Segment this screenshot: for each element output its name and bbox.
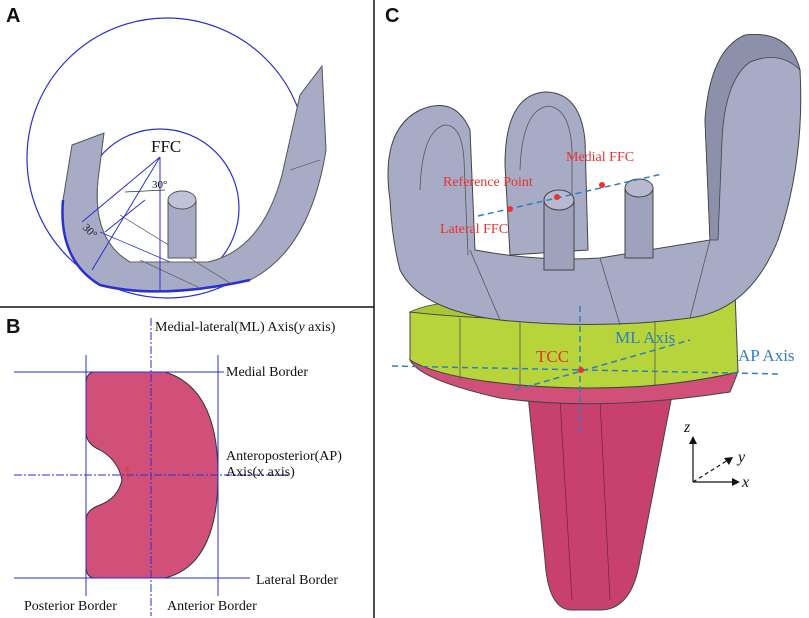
femoral-edge xyxy=(469,249,501,321)
ffc-line xyxy=(99,231,171,263)
ffc-line xyxy=(91,156,161,271)
tcc-point xyxy=(578,367,584,373)
coordinate-triad: z y x xyxy=(683,419,749,491)
femoral-medial-condyle xyxy=(704,34,801,241)
medial-border-label: Medial Border xyxy=(226,365,308,380)
medial-ffc-point xyxy=(599,182,605,188)
femoral-component xyxy=(387,33,802,326)
facet-line xyxy=(139,259,201,289)
triad-x-label: x xyxy=(741,474,749,491)
panel-b-letter: B xyxy=(6,316,20,338)
ffc-line xyxy=(124,189,166,193)
ap-axis-label-1: Anteroposterior(AP) xyxy=(226,449,342,464)
reference-point-label: Reference Point xyxy=(443,175,533,190)
stem-edge xyxy=(599,399,611,601)
ffc-label: FFC xyxy=(151,137,181,156)
femoral-edge xyxy=(689,239,711,319)
post-right xyxy=(624,187,654,259)
anterior-border-label: Anterior Border xyxy=(167,599,257,614)
tibial-stem xyxy=(527,394,673,611)
triad-y-label: y xyxy=(736,449,746,466)
post-cap xyxy=(167,190,197,210)
ml-axis-line-c xyxy=(514,339,691,391)
lateral-border-label: Lateral Border xyxy=(256,573,338,588)
ffc-line xyxy=(104,199,146,233)
ml-axis-label: Medial-lateral(ML) Axis(y axis) xyxy=(155,320,336,335)
femoral-shell-inner xyxy=(96,174,283,263)
stem-edge xyxy=(559,399,573,601)
ap-axis-label-2: Axis(x axis) xyxy=(226,465,295,480)
femoral-center-inner xyxy=(519,105,573,250)
posterior-border-label: Posterior Border xyxy=(24,599,117,614)
facet-line xyxy=(289,159,321,171)
origin-arrow xyxy=(124,465,129,472)
ffc-line xyxy=(81,156,161,223)
femoral-lateral-inner xyxy=(419,124,469,256)
panel-b: B Medial-lateral(ML) Axis(y axis) Medial… xyxy=(6,316,342,616)
panel-a-letter: A xyxy=(6,5,20,27)
post-left-cap xyxy=(543,189,575,211)
panel-c: C M xyxy=(385,5,802,611)
reference-point xyxy=(554,194,560,200)
panel-c-letter: C xyxy=(385,5,399,27)
angle-label-1: 30° xyxy=(152,179,167,191)
femoral-edge xyxy=(599,257,621,326)
ml-axis-label-c: ML Axis xyxy=(615,328,675,347)
tcc-label: TCC xyxy=(536,347,569,366)
lateral-ffc-point xyxy=(507,206,513,212)
femoral-shell-rim xyxy=(61,199,251,293)
triad-y-axis xyxy=(692,459,729,483)
post-left xyxy=(543,199,575,271)
triad-x-arrowhead xyxy=(732,478,740,486)
triad-y-arrowhead xyxy=(724,457,733,465)
triad-z-label: z xyxy=(683,419,691,436)
medial-ffc-label: Medial FFC xyxy=(566,150,634,165)
panel-a: A FFC 30° 30° xyxy=(6,5,327,299)
post xyxy=(167,199,197,259)
triad-z-arrowhead xyxy=(689,436,697,444)
lateral-ffc-label: Lateral FFC xyxy=(440,222,508,237)
ap-axis-label-c: AP Axis xyxy=(738,346,795,365)
